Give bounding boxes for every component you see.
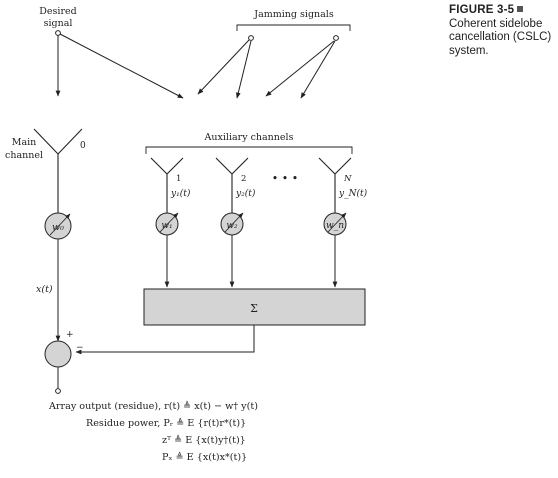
aux-channel-2: 2 y₂(t) w₂	[215, 157, 256, 288]
combiner-minus-sign: −	[76, 343, 84, 353]
jammer-2-ray-a	[265, 40, 335, 97]
jamming-signals-label: Jamming signals	[253, 9, 334, 20]
array-output-node	[55, 388, 61, 394]
aux-1-weight-adjust-arrow	[159, 212, 179, 233]
aux-ellipsis: • • •	[272, 172, 298, 185]
main-channel-label-line1: Main	[12, 137, 37, 148]
equation-main-power: Pₓ ≜ E {x(t)x*(t)}	[162, 452, 248, 463]
auxiliary-channels-bracket	[145, 146, 353, 154]
summer-symbol: Σ	[250, 302, 258, 315]
aux-1-weight-label: w₁	[161, 221, 172, 231]
aux-n-antenna-icon	[318, 157, 352, 213]
desired-signal-source: Desired signal	[39, 6, 184, 99]
main-channel-index: 0	[80, 141, 86, 151]
desired-signal-node	[55, 30, 61, 36]
aux-channel-n: N y_N(t) w_n	[318, 157, 368, 288]
aux-2-weight-adjust-arrow	[224, 212, 244, 233]
aux-2-weight-label: w₂	[226, 221, 238, 231]
jamming-signals: Jamming signals	[197, 9, 351, 99]
combiner-plus-sign: +	[66, 330, 74, 340]
aux-2-index: 2	[241, 174, 246, 184]
combiner: + −	[44, 330, 84, 394]
summer-to-combiner-line	[75, 325, 255, 355]
jammer-1-ray-b	[235, 40, 252, 99]
auxiliary-channels: Auxiliary channels 1 y₁(t) w₁ 2 y₂(t) w₂…	[145, 132, 368, 288]
main-antenna-icon	[33, 128, 83, 213]
aux-2-signal: y₂(t)	[235, 188, 256, 199]
aux-n-signal: y_N(t)	[338, 188, 368, 199]
jammer-1-ray-a	[197, 39, 250, 95]
summer-box	[143, 288, 366, 326]
desired-signal-label-line2: signal	[44, 18, 73, 29]
jamming-signals-bracket	[236, 24, 351, 31]
main-weight-label: w₀	[52, 222, 64, 233]
jammer-1-node	[248, 35, 254, 41]
equation-residue-power: Residue power, Pᵣ ≜ E {r(t)r*(t)}	[86, 418, 247, 429]
combiner-node	[44, 340, 72, 368]
equation-cross-correlation: zᵀ ≜ E {x(t)y†(t)}	[162, 435, 246, 446]
equation-array-output: Array output (residue), r(t) ≜ x(t) − w†…	[49, 401, 258, 412]
aux-channel-1: 1 y₁(t) w₁	[150, 157, 191, 288]
figure-number: FIGURE 3-5	[449, 4, 515, 16]
main-channel: Main channel 0 w₀ x(t)	[5, 128, 86, 342]
main-weight-adjust-arrow	[49, 213, 71, 236]
aux-1-signal: y₁(t)	[170, 188, 191, 199]
caption-square-icon	[517, 6, 524, 12]
desired-signal-label-line1: Desired	[39, 6, 76, 17]
jammer-2-node	[333, 35, 339, 41]
desired-signal-ray-diagonal	[59, 33, 184, 99]
aux-n-weight-label: w_n	[326, 221, 344, 231]
auxiliary-channels-label: Auxiliary channels	[204, 132, 294, 143]
aux-1-index: 1	[176, 174, 181, 184]
figure-title: Coherent sidelobe cancellation (CSLC) sy…	[449, 17, 552, 57]
main-channel-label-line2: channel	[5, 150, 43, 161]
aux-1-antenna-icon	[150, 157, 184, 213]
aux-n-index: N	[343, 174, 352, 184]
aux-n-weight-adjust-arrow	[327, 212, 347, 233]
jammer-2-ray-b	[300, 40, 336, 99]
summer-block: Σ	[75, 288, 366, 355]
x-t-label: x(t)	[36, 284, 53, 295]
aux-2-antenna-icon	[215, 157, 249, 213]
figure-caption: FIGURE 3-5 Coherent sidelobe cancellatio…	[449, 4, 557, 58]
